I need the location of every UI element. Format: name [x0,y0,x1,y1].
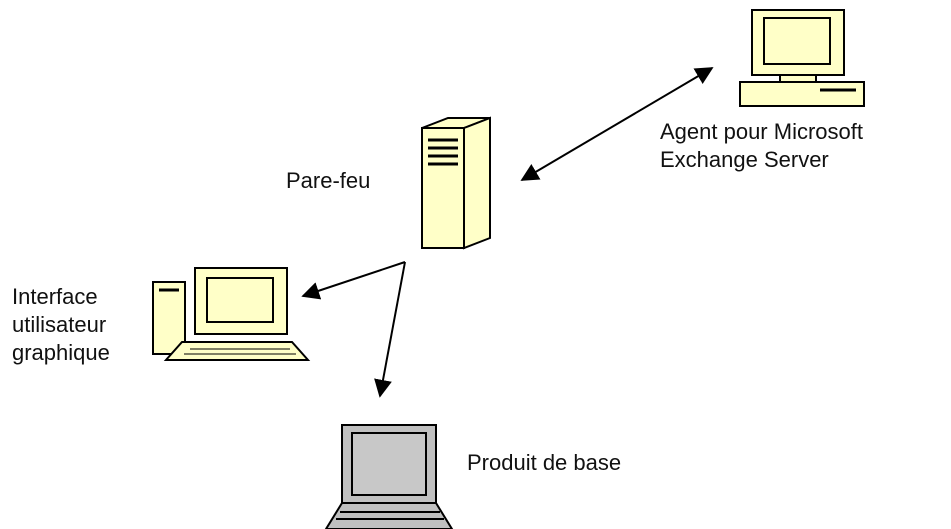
exchange-agent-label-line-2: Exchange Server [660,147,829,172]
connector-firewall-gui [301,261,406,300]
exchange-agent-label: Agent pour Microsoft Exchange Server [660,118,863,174]
gui-label-line-1: Interface [12,284,98,309]
gui-label: Interface utilisateur graphique [12,283,110,367]
laptop-icon [324,424,454,529]
gui-label-line-3: graphique [12,340,110,365]
base-product-label: Produit de base [467,449,621,477]
firewall-label-line-1: Pare-feu [286,168,371,193]
connector-firewall-base [374,261,406,398]
connector-firewall-exchange [520,67,714,181]
server-tower-icon [421,116,491,250]
base-product-label-line-1: Produit de base [467,450,622,475]
gui-label-line-2: utilisateur [12,312,107,337]
desktop-computer-icon [739,9,865,107]
firewall-label: Pare-feu [286,167,370,195]
workstation-icon [152,267,311,361]
exchange-agent-label-line-1: Agent pour Microsoft [660,119,863,144]
